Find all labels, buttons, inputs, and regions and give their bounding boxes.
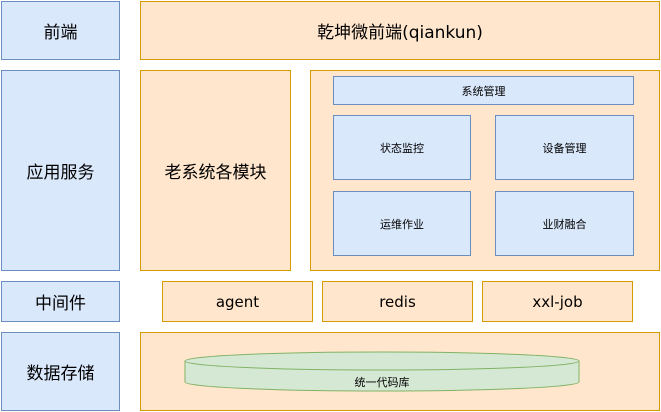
layer-app-service-label: 应用服务 [26,163,95,183]
qiankun-frontend-label: 乾坤微前端(qiankun) [317,23,483,43]
module-finance-integration: 业财融合 [495,191,634,256]
middleware-xxl-job-label: xxl-job [532,292,583,311]
unified-repo-label-wrap: 统一代码库 [185,372,579,392]
layer-frontend: 前端 [1,1,120,60]
qiankun-frontend-box: 乾坤微前端(qiankun) [140,1,660,60]
layer-data-storage-label: 数据存储 [26,364,95,384]
module-status-monitoring-label: 状态监控 [380,141,424,155]
module-finance-integration-label: 业财融合 [542,217,587,231]
system-management-box: 系统管理 [333,76,634,105]
module-status-monitoring: 状态监控 [333,115,471,180]
layer-app-service: 应用服务 [1,70,120,271]
layer-frontend-label: 前端 [43,23,78,43]
layer-middleware: 中间件 [1,281,120,322]
module-device-management: 设备管理 [495,115,634,180]
middleware-redis-label: redis [379,292,416,311]
system-management-label: 系统管理 [461,84,506,98]
module-operations: 运维作业 [333,191,471,256]
middleware-redis: redis [322,281,473,322]
layer-middleware-label: 中间件 [35,294,86,314]
layer-data-storage: 数据存储 [1,332,120,411]
module-device-management-label: 设备管理 [542,141,587,155]
middleware-xxl-job: xxl-job [482,281,633,322]
middleware-agent-label: agent [215,292,260,311]
cylinder-top [184,351,580,371]
middleware-agent: agent [162,281,313,322]
legacy-modules-box: 老系统各模块 [140,70,291,271]
module-operations-label: 运维作业 [380,217,424,231]
unified-repo-label: 统一代码库 [354,376,410,389]
legacy-modules-label: 老系统各模块 [164,163,267,183]
